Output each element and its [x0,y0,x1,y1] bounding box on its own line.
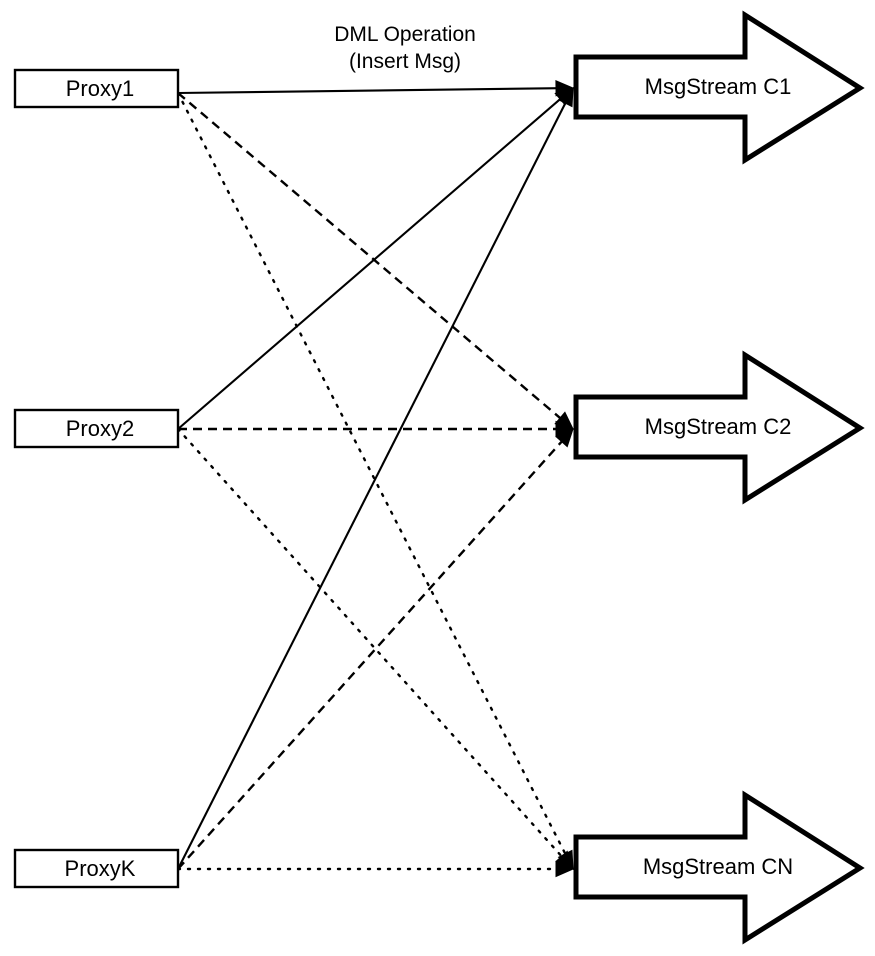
connection-proxyk-to-c1 [177,86,574,870]
connection-proxyk-to-cn [176,860,575,878]
msgstream-nodes-layer: MsgStream C1 MsgStream C2 MsgStream CN [573,10,865,945]
proxy-node-box[interactable] [13,848,180,889]
msgstream-node-msgstream-cn[interactable]: MsgStream CN [573,790,865,945]
dml-operation-label: DML Operation (Insert Msg) [334,23,476,73]
connection-proxyk-to-c2 [177,428,574,870]
arrowhead-icon [557,86,574,108]
connection-line-dashed [177,92,564,421]
msgstream-node-msgstream-c2[interactable]: MsgStream C2 [573,350,865,505]
connection-line-solid [177,100,568,870]
proxy-node-proxyk[interactable]: ProxyK [13,848,180,889]
msgstream-block-arrow-shape[interactable] [573,10,865,165]
proxy-node-label: Proxy2 [66,416,134,441]
msgstream-block-arrow-shape[interactable] [573,350,865,505]
proxy-node-proxy1[interactable]: Proxy1 [13,68,180,109]
msgstream-node-label: MsgStream CN [643,854,793,879]
connection-line-dotted [176,91,568,858]
arrowhead-icon [555,428,574,448]
msgstream-node-label: MsgStream C1 [645,74,792,99]
connection-proxy1-to-c1 [177,79,575,97]
msgstream-node-label: MsgStream C2 [645,414,792,439]
proxy-node-proxy2[interactable]: Proxy2 [13,408,180,449]
arrowhead-icon [555,860,575,878]
proxy-node-label: Proxy1 [66,76,134,101]
dml-operation-label-line2: (Insert Msg) [349,50,461,73]
msgstream-node-msgstream-c1[interactable]: MsgStream C1 [573,10,865,165]
connection-line-dotted [176,427,565,860]
msgstream-block-arrow-shape[interactable] [573,790,865,945]
connection-line-solid [177,87,560,95]
proxy-node-box[interactable] [13,408,180,449]
connection-line-dashed [177,438,565,870]
proxy-node-box[interactable] [13,68,180,109]
connection-line-solid [177,96,564,430]
dml-operation-label-line1: DML Operation [334,23,476,46]
connections-layer [176,79,575,878]
connection-proxy2-to-c2 [178,420,575,438]
proxy-node-label: ProxyK [65,856,136,881]
